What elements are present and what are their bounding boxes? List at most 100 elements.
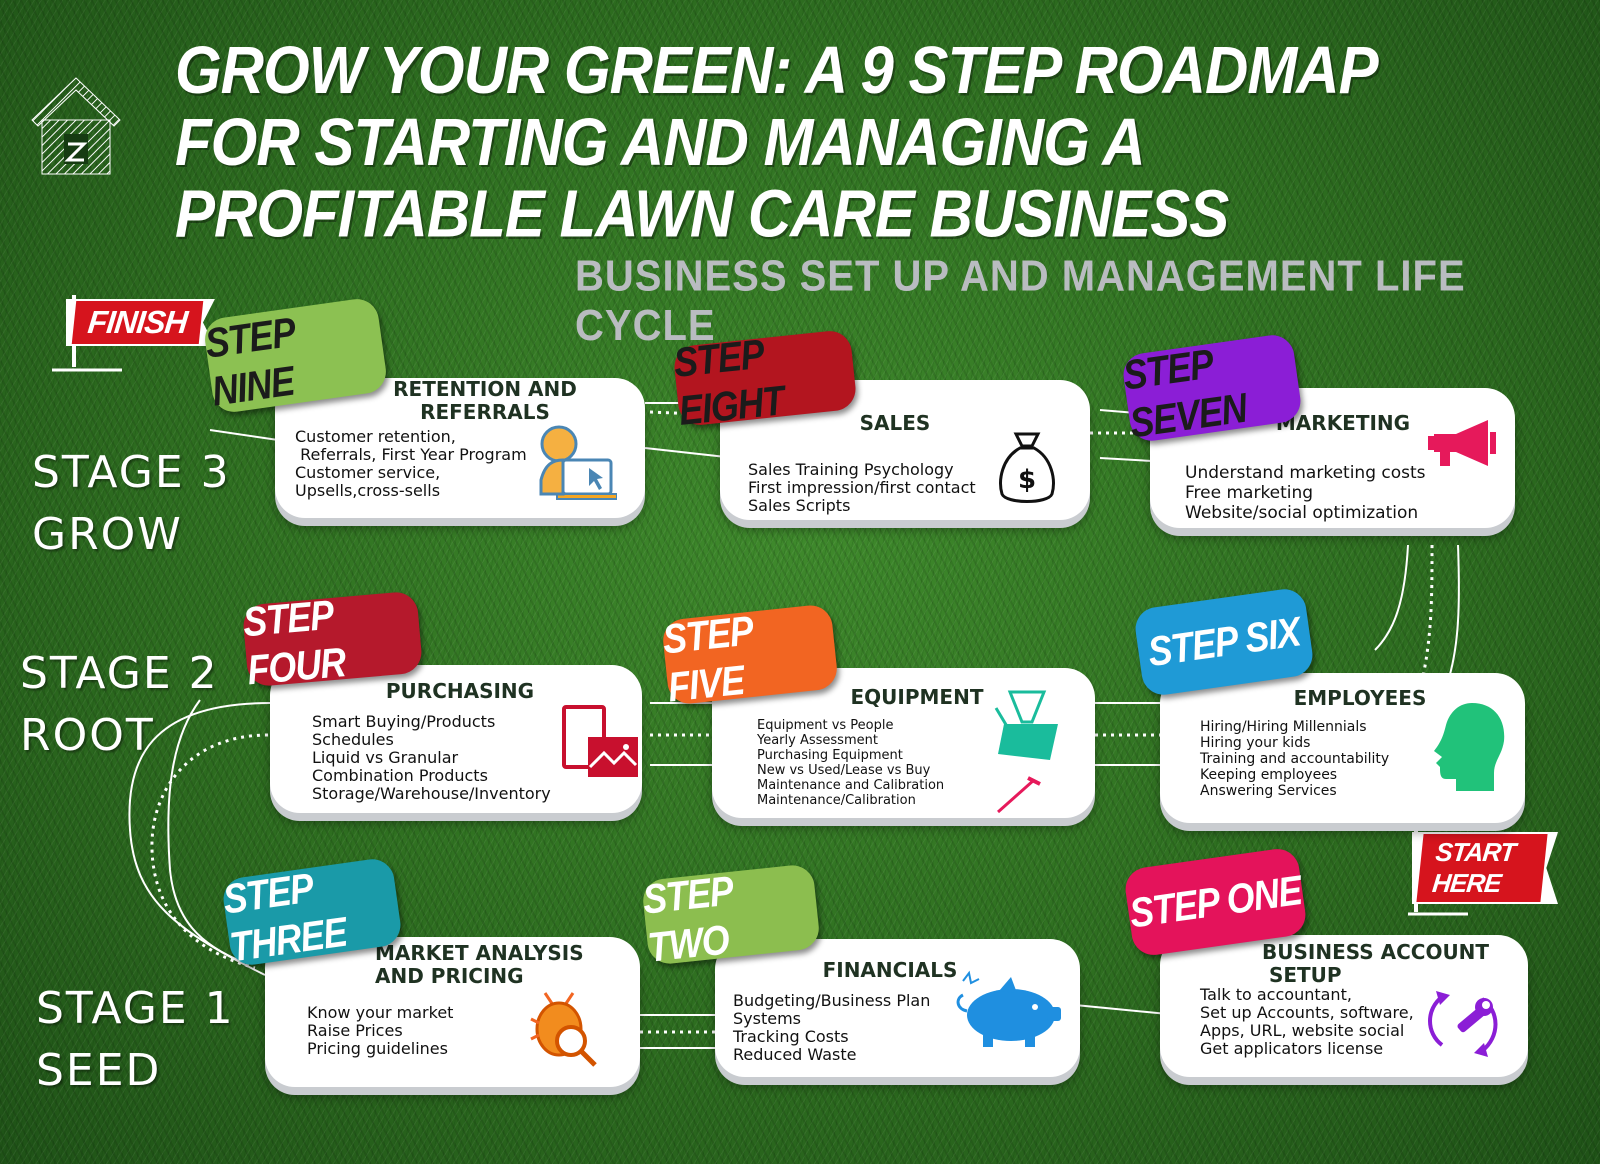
list-item: Schedules [312,730,394,749]
head-profile-icon [1434,703,1505,791]
stage-1-name: SEED [36,1045,162,1096]
list-item: Customer service, [295,463,441,482]
stage-3-number: STAGE 3 [32,447,231,498]
step-five-title: EQUIPMENT [850,685,984,709]
step-seven-badge: STEP SEVEN [1120,332,1304,447]
step-eight-card: SALES Sales Training Psychology First im… [720,380,1090,520]
step-two-badge-label: STEP TWO [640,866,734,971]
step-four-badge-label: STEP FOUR [241,590,348,694]
step-nine-title: RETENTION AND REFERRALS [393,377,577,424]
list-item: Training and accountability [1200,751,1390,767]
step-one-title: BUSINESS ACCOUNT SETUP [1262,940,1490,987]
step-four-card: PURCHASING Smart Buying/Products Schedul… [270,665,642,813]
stage-3-label: STAGE 3 GROW [32,442,231,566]
step-three-card: MARKET ANALYSIS AND PRICING Know your ma… [265,937,640,1087]
step-six-badge-label: STEP SIX [1145,607,1303,676]
list-item: Hiring/Hiring Millennials [1200,719,1367,735]
list-item: Sales Scripts [748,496,851,515]
step-nine-card: RETENTION AND REFERRALS Customer retenti… [275,378,645,518]
list-item: Purchasing Equipment [757,748,903,763]
page-title: Grow Your Green: A 9 Step Roadmap for St… [175,32,1376,252]
list-item: First impression/first contact [748,478,976,497]
list-item: Pricing guidelines [307,1039,448,1058]
stage-2-number: STAGE 2 [20,648,219,699]
list-item: Liquid vs Granular [312,748,459,767]
list-item: Budgeting/Business Plan [733,991,931,1010]
step-two-title: FINANCIALS [822,958,958,982]
step-three-title: MARKET ANALYSIS AND PRICING [375,941,584,988]
list-item: Free marketing [1185,483,1314,503]
step-one-card: BUSINESS ACCOUNT SETUP Talk to accountan… [1160,935,1528,1077]
page-subtitle: Business Set Up and Management Life Cycl… [575,252,1466,350]
step-four-title: PURCHASING [385,679,535,703]
step-seven-title: MARKETING [1275,411,1411,435]
step-three-badge: STEP THREE [220,856,404,971]
list-item: Systems [733,1009,801,1028]
list-item: Storage/Warehouse/Inventory [312,784,551,803]
stage-2-name: ROOT [20,710,155,761]
stage-2-label: STAGE 2 ROOT [20,643,219,767]
list-item: Customer retention, [295,427,456,446]
bug-magnifier-icon [530,992,597,1067]
list-item: Answering Services [1200,783,1337,799]
step-four-items: Smart Buying/Products Schedules Liquid v… [312,713,551,803]
step-seven-items: Understand marketing costs Free marketin… [1185,463,1426,523]
step-eight-items: Sales Training Psychology First impressi… [748,461,976,515]
product-image-icon [562,705,638,777]
step-six-items: Hiring/Hiring Millennials Hiring your ki… [1200,719,1389,799]
step-four-badge: STEP FOUR [241,590,424,694]
stage-1-number: STAGE 1 [36,983,235,1034]
list-item: Equipment vs People [757,718,894,733]
list-item: Referrals, First Year Program [295,445,527,464]
list-item: Yearly Assessment [757,733,878,748]
list-item: Upsells,cross-sells [295,481,441,500]
list-item: Understand marketing costs [1185,463,1426,483]
step-five-items: Equipment vs People Yearly Assessment Pu… [757,718,944,808]
step-nine-items: Customer retention, Referrals, First Yea… [295,428,527,500]
step-two-badge: STEP TWO [640,863,821,970]
list-item: Apps, URL, website social [1200,1021,1405,1040]
step-five-badge: STEP FIVE [660,603,839,710]
money-bag-icon: $ [999,432,1055,503]
list-item: Sales Training Psychology [748,460,954,479]
tools-cycle-icon [1428,991,1498,1057]
step-six-title: EMPLOYEES [1293,686,1427,710]
list-item: Set up Accounts, software, [1200,1003,1414,1022]
list-item: Reduced Waste [733,1045,857,1064]
list-item: Talk to accountant, [1200,985,1352,1004]
step-three-items: Know your market Raise Prices Pricing gu… [307,1004,453,1058]
step-eight-badge-label: STEP EIGHT [671,329,786,435]
finish-flag: FINISH [52,295,222,375]
list-item: Keeping employees [1200,767,1338,783]
list-item: Maintenance and Calibration [757,778,945,793]
list-item: Know your market [307,1003,454,1022]
step-eight-badge: STEP EIGHT [671,328,858,434]
step-eight-title: SALES [859,411,931,435]
megaphone-icon [1428,420,1496,466]
step-two-items: Budgeting/Business Plan Systems Tracking… [733,992,930,1064]
svg-text:$: $ [1018,465,1036,495]
list-item: Hiring your kids [1200,735,1311,751]
list-item: Website/social optimization [1185,503,1419,523]
step-two-card: FINANCIALS Budgeting/Business Plan Syste… [715,939,1080,1077]
list-item: Raise Prices [307,1021,403,1040]
start-flag-label: START HERE [1416,834,1548,902]
finish-flag-label: FINISH [71,301,204,344]
customer-computer-icon [539,425,617,500]
step-five-badge-label: STEP FIVE [660,606,754,711]
stage-1-label: STAGE 1 SEED [36,978,235,1102]
list-item: New vs Used/Lease vs Buy [757,763,931,778]
watering-can-icon [994,690,1058,814]
start-flag: START HERE [1408,830,1558,920]
step-one-items: Talk to accountant, Set up Accounts, sof… [1200,986,1414,1058]
house-logo-icon [31,77,121,175]
list-item: Combination Products [312,766,488,785]
list-item: Smart Buying/Products [312,712,496,731]
step-six-card: EMPLOYEES Hiring/Hiring Millennials Hiri… [1160,673,1525,823]
list-item: Maintenance/Calibration [757,793,916,808]
step-one-badge-label: STEP ONE [1126,866,1305,937]
piggy-bank-icon [956,970,1061,1047]
list-item: Tracking Costs [733,1027,849,1046]
list-item: Get applicators license [1200,1039,1384,1058]
stage-3-name: GROW [32,509,183,560]
